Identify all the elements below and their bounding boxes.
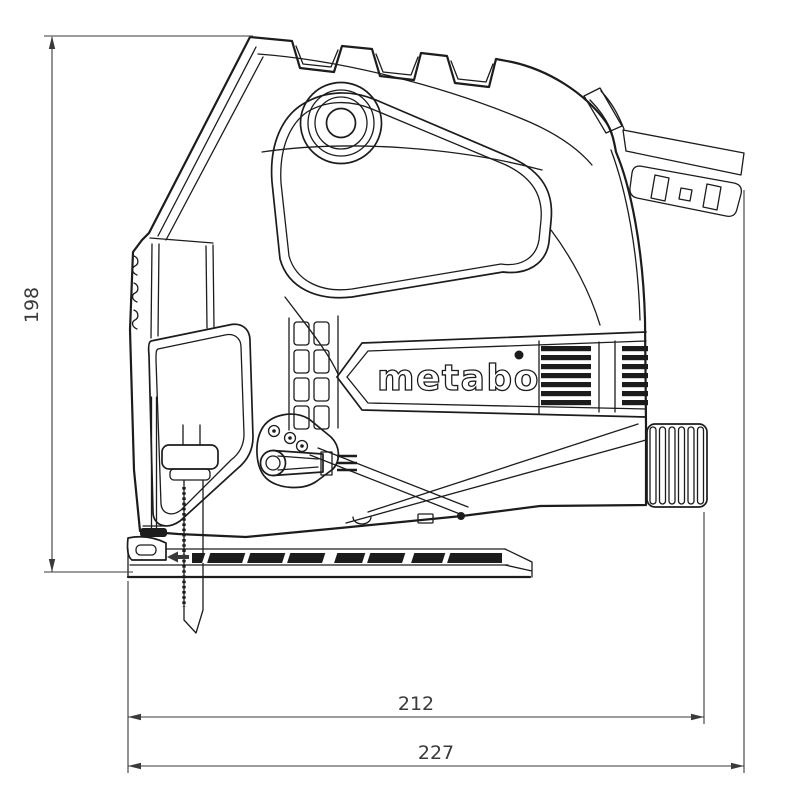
jigsaw-drawing: metabo (126, 35, 745, 634)
dimension-227-label: 227 (418, 742, 454, 764)
dimension-length-212: 212 (127, 512, 705, 773)
dimension-height: 198 (21, 35, 253, 573)
base-plate-markings (202, 553, 451, 563)
front-panel (147, 323, 254, 527)
handle-window (257, 53, 593, 299)
power-cord-boot (583, 87, 625, 134)
blade-clamp (161, 424, 219, 481)
dust-extraction-port (646, 423, 708, 508)
dimension-height-label: 198 (21, 287, 43, 323)
jigsaw-body-outline (128, 35, 648, 539)
metabo-logo-plate (336, 331, 647, 418)
grip-notches (295, 45, 494, 83)
guide-rod (140, 396, 167, 537)
dimension-length-227: 227 (128, 190, 745, 773)
direction-arrow-icon (167, 551, 189, 563)
front-vent-grid (288, 315, 339, 431)
logo-dot (514, 350, 524, 360)
metabo-logo: metabo (377, 358, 540, 399)
saw-blade (182, 479, 204, 634)
base-plate (126, 535, 533, 579)
cord-hook-bracket (622, 129, 745, 217)
pendulum-lever (256, 413, 357, 489)
speed-dial (299, 81, 383, 165)
dimension-212-label: 212 (398, 693, 434, 715)
rear-vents (538, 340, 648, 415)
